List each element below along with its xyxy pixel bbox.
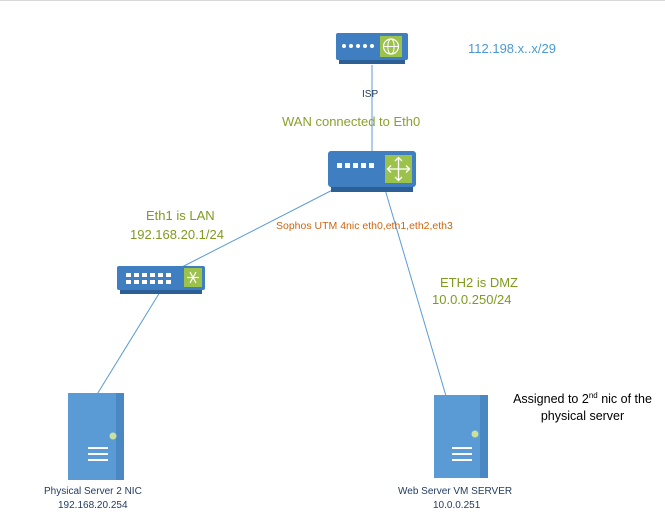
modem-globe-icon bbox=[336, 33, 408, 64]
server2-name: Web Server VM SERVER bbox=[398, 486, 513, 497]
assign-note-start: Assigned to 2 bbox=[513, 392, 589, 407]
eth1-title: Eth1 is LAN bbox=[146, 208, 215, 223]
assign-note-end: nic of the physical server bbox=[540, 392, 652, 424]
server1-ip: 192.168.20.254 bbox=[58, 500, 128, 511]
assign-note: Assigned to 2nd nic of the physical serv… bbox=[500, 387, 665, 425]
switch-icon bbox=[117, 266, 205, 294]
utm-label: Sophos UTM 4nic eth0,eth1,eth2,eth3 bbox=[276, 220, 453, 232]
wan-label: WAN connected to Eth0 bbox=[282, 114, 421, 129]
server-icon bbox=[434, 395, 488, 478]
server-icon bbox=[68, 393, 124, 480]
eth1-ip: 192.168.20.1/24 bbox=[130, 227, 224, 242]
link-utm-web-server bbox=[383, 185, 447, 397]
link-lan-switch-server1 bbox=[95, 291, 161, 397]
server1-name: Physical Server 2 NIC bbox=[44, 486, 142, 497]
link-utm-lan-switch bbox=[179, 179, 353, 269]
assign-note-superscript: nd bbox=[588, 391, 598, 400]
isp-subnet-label: 112.198.x..x/29 bbox=[468, 41, 556, 56]
eth2-ip: 10.0.0.250/24 bbox=[432, 292, 512, 307]
router-arrows-icon bbox=[328, 151, 416, 192]
page-top-border bbox=[0, 0, 665, 1]
eth2-title: ETH2 is DMZ bbox=[440, 275, 518, 290]
server2-ip: 10.0.0.251 bbox=[433, 500, 481, 511]
isp-label: ISP bbox=[362, 89, 379, 100]
